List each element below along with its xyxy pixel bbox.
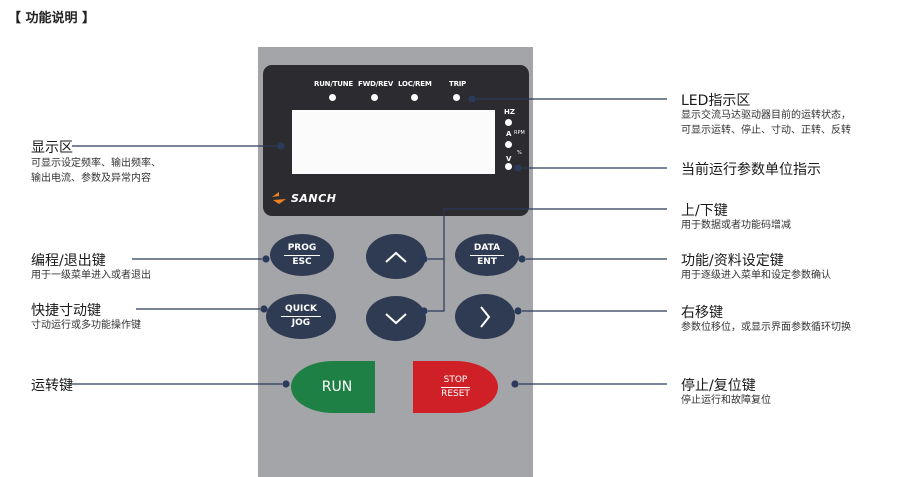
chevron-up-icon bbox=[385, 251, 407, 263]
led-label-run-tune: RUN/TUNE bbox=[314, 80, 353, 88]
leader-dot-led-area bbox=[468, 95, 476, 103]
callout-display-area-desc-2: 输出电流、参数及异常内容 bbox=[31, 173, 151, 184]
leader-dot-display-area bbox=[277, 142, 285, 150]
callout-led-area-desc-1: 显示交流马达驱动器目前的运转状态， bbox=[681, 110, 851, 121]
reset-label: RESET bbox=[441, 388, 470, 399]
leader-dot-unit-indicator bbox=[514, 164, 522, 172]
data-key-label: DATA bbox=[469, 243, 505, 256]
callout-quick-key-title: 快捷寸动键 bbox=[31, 303, 101, 319]
led-loc-rem bbox=[411, 94, 418, 101]
quick-key-label: QUICK bbox=[281, 304, 321, 317]
callout-display-area-desc-1: 可显示设定频率、输出频率、 bbox=[31, 158, 161, 169]
callout-right-key-desc: 参数位移位，或显示界面参数循环切换 bbox=[681, 322, 851, 333]
leader-down-key bbox=[428, 208, 667, 312]
callout-run-key-title: 运转键 bbox=[31, 378, 73, 394]
leader-dot-prog-key bbox=[262, 255, 270, 263]
up-key[interactable] bbox=[366, 234, 426, 279]
led-label-fwd-rev: FWD/REV bbox=[358, 80, 394, 88]
lcd-screen bbox=[292, 110, 495, 174]
data-ent-key[interactable]: DATA ENT bbox=[455, 234, 519, 276]
callout-quick-key-desc: 寸动运行或多功能操作键 bbox=[31, 320, 141, 331]
led-unit-v bbox=[505, 163, 512, 170]
stop-reset-button[interactable]: STOP RESET bbox=[413, 361, 498, 413]
stop-label: STOP bbox=[440, 375, 471, 388]
callout-led-area-title: LED指示区 bbox=[681, 93, 751, 109]
led-unit-hz bbox=[505, 119, 512, 126]
logo-mark-icon bbox=[272, 192, 286, 204]
callout-stop-key-title: 停止/复位键 bbox=[681, 378, 756, 394]
callout-right-key-title: 右移键 bbox=[681, 305, 723, 321]
esc-key-label: ESC bbox=[292, 256, 312, 267]
callout-prog-key-title: 编程/退出键 bbox=[31, 253, 106, 269]
unit-label-v: V bbox=[506, 155, 512, 163]
callout-prog-key-desc: 用于一级菜单进入或者退出 bbox=[31, 270, 151, 281]
prog-esc-key[interactable]: PROG ESC bbox=[270, 234, 334, 276]
led-label-loc-rem: LOC/REM bbox=[398, 80, 432, 88]
callout-led-area-desc-2: 可显示运转、停止、寸动、正转、反转 bbox=[681, 125, 851, 136]
callout-updown-key-desc: 用于数据或者功能码增减 bbox=[681, 220, 791, 231]
leader-dot-right-key bbox=[514, 307, 522, 315]
logo-text: SANCH bbox=[291, 191, 337, 205]
section-heading: 【 功能说明 】 bbox=[8, 11, 96, 26]
leader-dot-quick-key bbox=[260, 305, 268, 313]
down-key[interactable] bbox=[366, 296, 426, 341]
prog-key-label: PROG bbox=[283, 243, 321, 256]
unit-label-a: A bbox=[506, 130, 512, 138]
callout-stop-key-desc: 停止运行和故障复位 bbox=[681, 395, 771, 406]
led-run-tune bbox=[329, 94, 336, 101]
led-unit-a bbox=[505, 141, 512, 148]
chevron-down-icon bbox=[385, 312, 407, 324]
led-label-trip: TRIP bbox=[449, 80, 467, 88]
jog-key-label: JOG bbox=[291, 318, 311, 328]
unit-label-hz: HZ bbox=[504, 108, 515, 116]
unit-label-rpm: RPM bbox=[514, 130, 525, 136]
leader-dot-data-key bbox=[518, 255, 526, 263]
callout-data-key-title: 功能/资料设定键 bbox=[681, 253, 784, 269]
callout-unit-indicator-title: 当前运行参数单位指示 bbox=[681, 162, 821, 178]
callout-display-area-title: 显示区 bbox=[31, 140, 73, 156]
led-fwd-rev bbox=[371, 94, 378, 101]
right-shift-key[interactable] bbox=[455, 294, 515, 339]
leader-dot-down-key bbox=[420, 307, 428, 315]
ent-key-label: ENT bbox=[477, 256, 497, 267]
leader-dot-run-key bbox=[282, 380, 290, 388]
callout-data-key-desc: 用于逐级进入菜单和设定参数确认 bbox=[681, 270, 831, 281]
callout-updown-key-title: 上/下键 bbox=[681, 203, 728, 219]
run-button[interactable]: RUN bbox=[291, 361, 375, 413]
leader-dot-up-key bbox=[420, 255, 428, 263]
quick-jog-key[interactable]: QUICK JOG bbox=[266, 294, 336, 339]
run-button-label: RUN bbox=[321, 379, 353, 395]
chevron-right-icon bbox=[480, 305, 491, 328]
unit-label-percent: % bbox=[517, 150, 522, 156]
brand-logo: SANCH bbox=[270, 190, 336, 206]
led-trip bbox=[453, 94, 460, 101]
leader-dot-stop-key bbox=[511, 380, 519, 388]
